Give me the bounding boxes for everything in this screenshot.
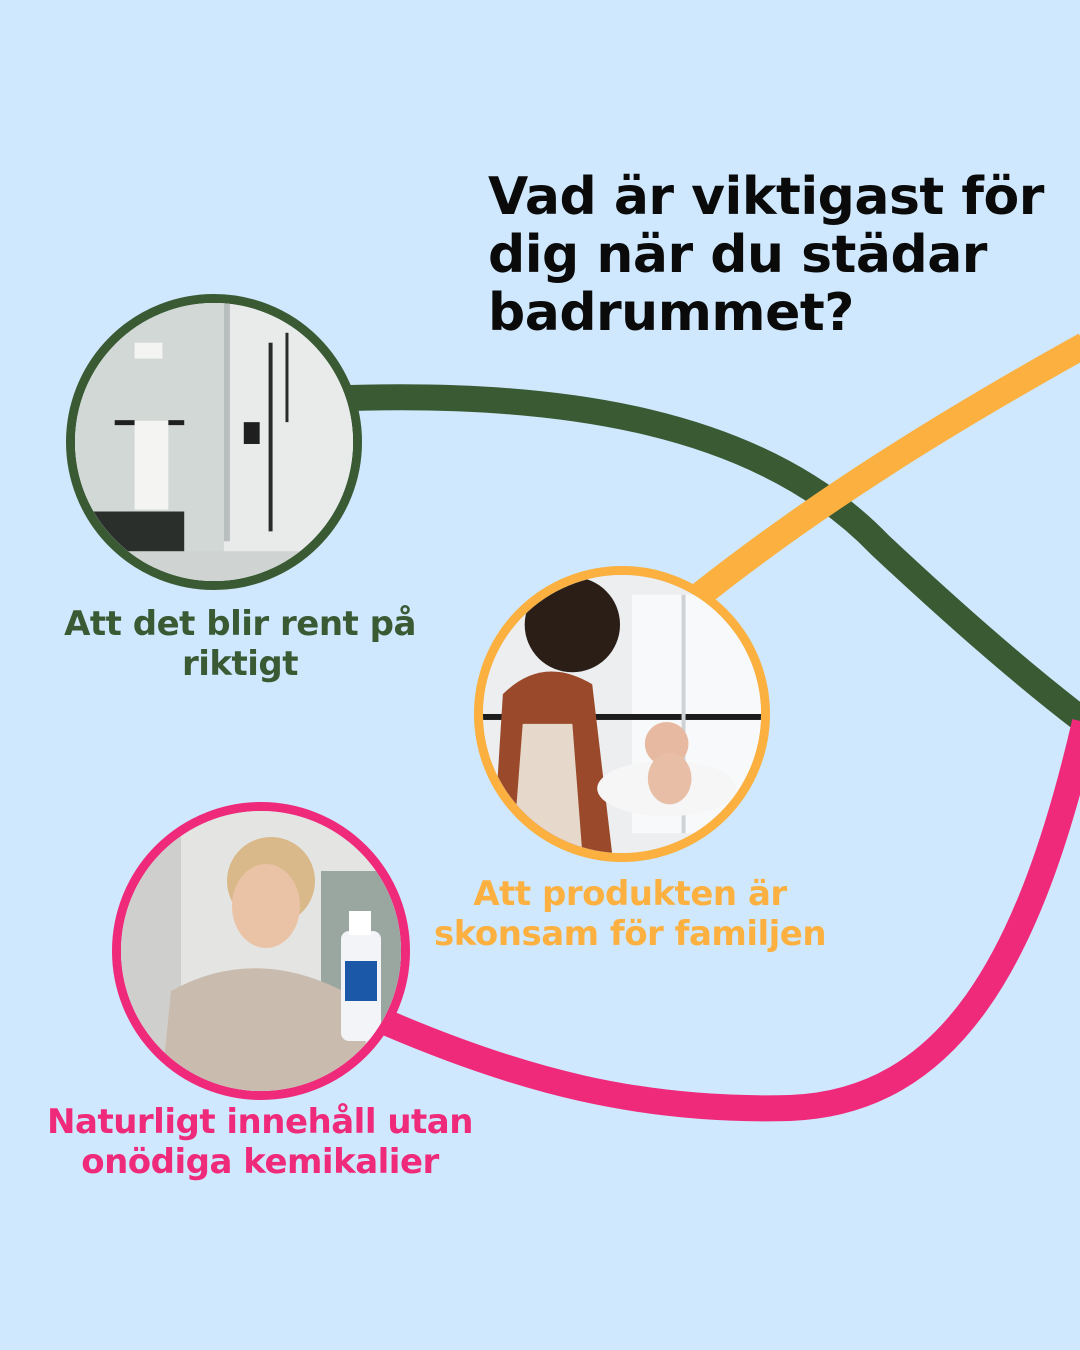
pink-line <box>379 719 1080 1122</box>
yellow-line <box>691 333 1080 606</box>
bathroom-shower-photo <box>66 294 362 590</box>
headline: Vad är viktigast för dig när du städar b… <box>488 167 1044 343</box>
mother-bathing-baby-photo <box>474 566 770 862</box>
option-label-clean: Att det blir rent på riktigt <box>64 604 416 684</box>
woman-reading-spray-bottle-photo <box>112 802 410 1100</box>
option-label-gentle: Att produkten är skonsam för familjen <box>433 874 827 954</box>
option-label-natural: Naturligt innehåll utan onödiga kemikali… <box>47 1102 473 1182</box>
